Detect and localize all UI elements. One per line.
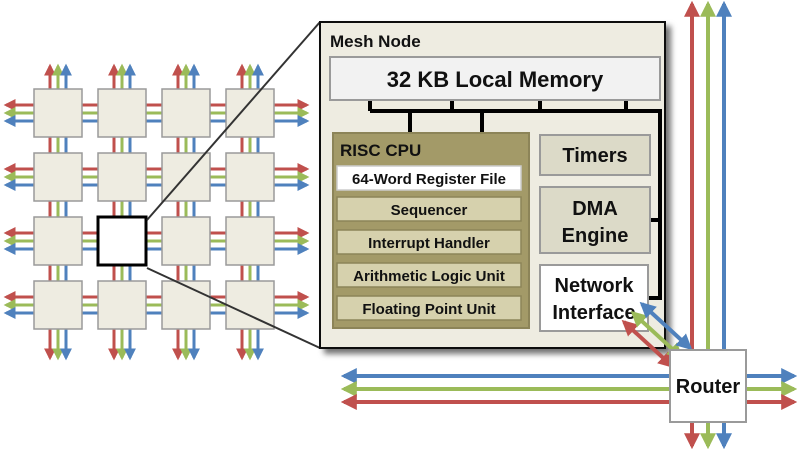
- mesh-tile: [161, 280, 211, 330]
- timers-box: [539, 134, 651, 176]
- cpu-unit-box: [336, 229, 522, 255]
- dma-label-line1: DMA: [572, 198, 618, 220]
- cpu-unit-label: Floating Point Unit: [362, 301, 495, 318]
- mesh-tile: [225, 216, 275, 266]
- local-memory-box: [329, 56, 661, 101]
- mesh-tile: [33, 216, 83, 266]
- network-interface-line2: Interface: [552, 302, 635, 324]
- router-box: [669, 349, 747, 423]
- cpu-unit-box: [336, 165, 522, 191]
- mesh-tile: [97, 88, 147, 138]
- mesh-tile: [97, 280, 147, 330]
- cpu-unit-box: [336, 295, 522, 321]
- cpu-unit-box: [336, 196, 522, 222]
- ni-router-link-blue: [639, 301, 693, 351]
- zoom-lines: [146, 21, 321, 349]
- mesh-tile: [33, 152, 83, 202]
- mesh-tile-selected: [96, 215, 148, 267]
- cpu-unit-label: Sequencer: [391, 202, 468, 219]
- mesh-tile: [33, 280, 83, 330]
- risc-cpu-title: RISC CPU: [340, 141, 421, 160]
- dma-engine-box: [539, 186, 651, 254]
- network-interface-line1: Network: [555, 275, 635, 297]
- mesh-tile: [225, 88, 275, 138]
- cpu-unit-label: 64-Word Register File: [352, 171, 506, 188]
- cpu-unit-label: Arithmetic Logic Unit: [353, 268, 505, 285]
- timers-label: Timers: [562, 145, 627, 167]
- mesh-tile-grid: [33, 88, 275, 330]
- router-label: Router: [676, 376, 741, 398]
- local-memory-label: 32 KB Local Memory: [387, 67, 604, 92]
- cpu-units: 64-Word Register FileSequencerInterrupt …: [336, 165, 522, 321]
- mesh-tile: [161, 88, 211, 138]
- mesh-tile: [33, 88, 83, 138]
- cpu-unit-box: [336, 262, 522, 288]
- cpu-unit-label: Interrupt Handler: [368, 235, 490, 252]
- mesh-tile: [225, 280, 275, 330]
- mesh-node-title: Mesh Node: [330, 32, 421, 51]
- memory-bus: [368, 100, 662, 300]
- router: Router: [669, 349, 747, 423]
- mesh-tile: [225, 152, 275, 202]
- mesh-node: Mesh Node 32 KB Local Memory RISC CPU 64…: [319, 21, 666, 349]
- dma-label-line2: Engine: [562, 225, 629, 247]
- mesh-tile: [161, 216, 211, 266]
- mesh-tile: [97, 152, 147, 202]
